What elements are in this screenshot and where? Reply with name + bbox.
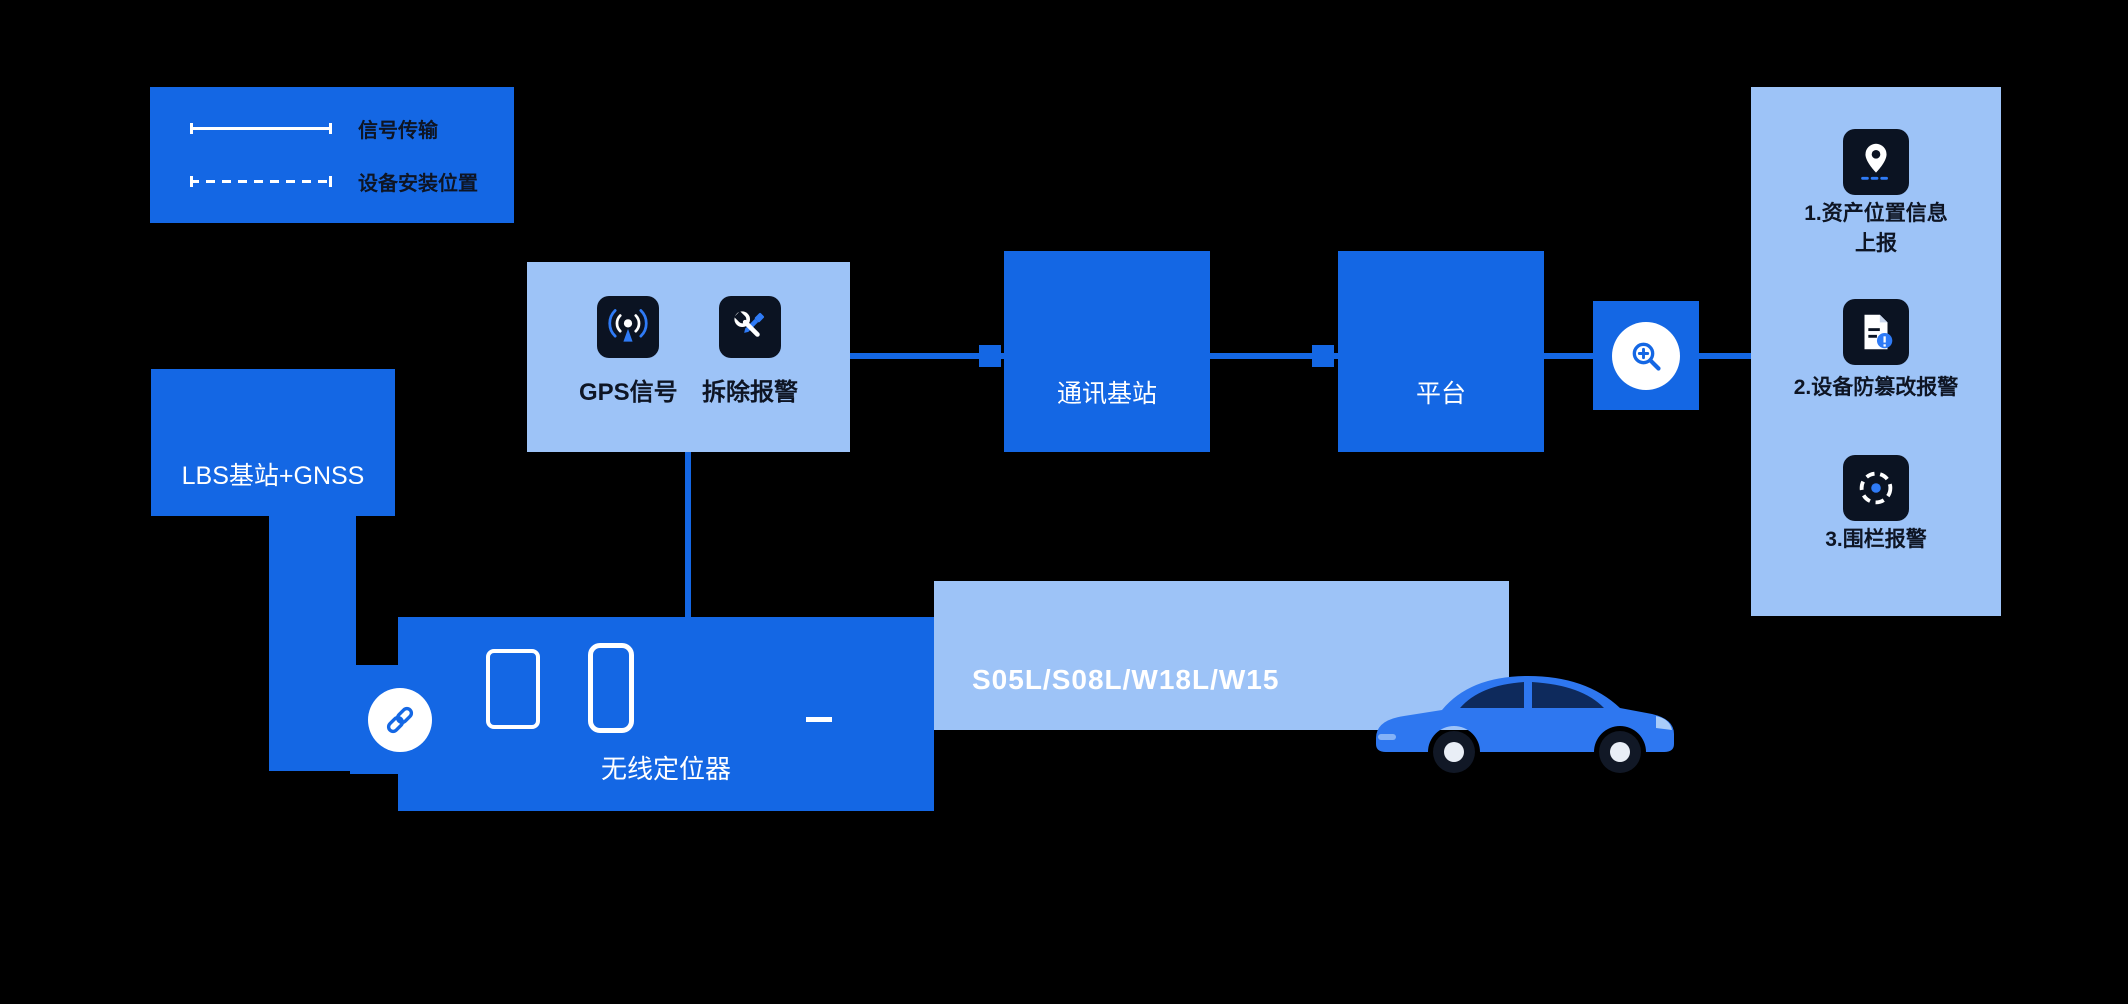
solid-line-icon — [190, 123, 332, 134]
connector-node — [979, 345, 1001, 367]
legend-label-signal: 信号传输 — [358, 120, 438, 142]
legend-item-install: 设备安装位置 — [190, 167, 514, 196]
zoom-badge — [1593, 301, 1699, 410]
lbs-gnss-node: LBS基站+GNSS — [151, 369, 395, 516]
link-icon — [368, 687, 432, 752]
sensor-label-gps: GPS信号 — [579, 379, 678, 406]
connector-node — [1312, 345, 1334, 367]
broadcast-icon — [597, 296, 660, 358]
tools-icon — [719, 296, 781, 358]
model-list-label: S05L/S08L/W18L/W15 — [972, 664, 1280, 695]
platform-node: 平台 — [1338, 251, 1544, 452]
location-pin-icon — [1843, 129, 1909, 195]
connector-sensor-base — [850, 353, 1006, 359]
document-alert-icon — [1843, 299, 1909, 365]
dashed-line-icon — [190, 176, 332, 187]
sensor-item-gps: GPS信号 — [579, 296, 678, 452]
connector-base-platform — [1210, 353, 1340, 359]
locator-label: 无线定位器 — [600, 754, 731, 784]
base-station-node: 通讯基站 — [1004, 251, 1210, 452]
base-station-label: 通讯基站 — [1056, 380, 1157, 408]
output-label-fence: 3.围栏报警 — [1825, 528, 1927, 551]
output-panel: 1.资产位置信息上报 2.设备防篡改报警 3.围栏报警 — [1751, 87, 2001, 616]
legend-label-install: 设备安装位置 — [358, 173, 478, 195]
platform-label: 平台 — [1415, 380, 1466, 408]
locator-node: 无线定位器 — [398, 617, 934, 811]
sensor-panel: GPS信号 拆除报警 — [527, 262, 850, 452]
device-locator-icon — [588, 643, 634, 733]
output-label-position: 1.资产位置信息上报 — [1804, 202, 1948, 256]
link-badge — [350, 665, 450, 774]
lbs-gnss-label: LBS基站+GNSS — [181, 462, 365, 490]
device-tag-icon — [486, 649, 540, 729]
sensor-label-tamper: 拆除报警 — [702, 379, 798, 406]
output-label-tamper: 2.设备防篡改报警 — [1793, 376, 1959, 399]
sensor-item-tamper: 拆除报警 — [702, 296, 798, 452]
connector-zoom-outputs — [1697, 353, 1753, 359]
lbs-connector — [269, 516, 356, 771]
magnifier-plus-icon — [1612, 321, 1680, 390]
car-illustration — [1366, 642, 1676, 778]
legend-item-signal: 信号传输 — [190, 114, 514, 143]
connector-sensor-locator — [685, 452, 691, 617]
dash-mark — [806, 717, 832, 722]
legend-box: 信号传输 设备安装位置 — [150, 87, 514, 223]
connector-platform-zoom — [1544, 353, 1595, 359]
geofence-icon — [1843, 455, 1909, 521]
model-banner: S05L/S08L/W18L/W15 — [934, 581, 1509, 730]
